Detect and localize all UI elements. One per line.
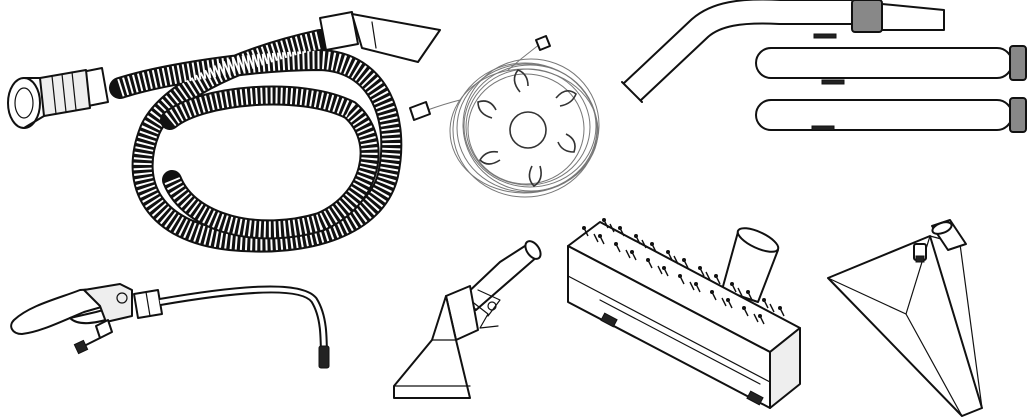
- trigger-lance-tip: [318, 345, 330, 369]
- floor-nozzle-head: [827, 235, 983, 417]
- trigger-side-fitting: [95, 319, 113, 339]
- trigger-lance: [159, 285, 328, 365]
- coil-right-fitting: [535, 35, 551, 51]
- straight-wand-2-cap: [1009, 97, 1027, 133]
- bristle-brush-head: [567, 218, 801, 409]
- brush-box-side: [769, 327, 801, 409]
- hose-right-cuff: [319, 11, 359, 51]
- straight-wand-1: [755, 47, 1013, 79]
- hose-coil-inner-corrugation: [164, 87, 378, 238]
- coiled-solution-line: [409, 35, 600, 198]
- coil-clip-holder: [477, 69, 577, 188]
- upholstery-tool-jet: [469, 289, 501, 329]
- coil-left-fitting: [409, 101, 431, 121]
- hose-end-nozzle: [351, 13, 441, 63]
- straight-wand-1-cap: [1009, 45, 1027, 81]
- hose-coil-corrugation: [117, 31, 401, 251]
- floor-nozzle: [827, 219, 983, 417]
- spray-trigger-handle: [10, 283, 330, 369]
- trigger-handle-grip: [10, 287, 113, 335]
- straight-wand-2: [755, 99, 1013, 131]
- bent-wand-tip: [881, 3, 945, 31]
- hose-connector-body: [39, 69, 91, 117]
- bent-wand-grip-band: [851, 0, 883, 33]
- extension-wands: [621, 0, 1027, 133]
- upholstery-tool: [393, 240, 542, 399]
- coil-rings: [449, 58, 600, 198]
- flexible-hose: [7, 11, 441, 253]
